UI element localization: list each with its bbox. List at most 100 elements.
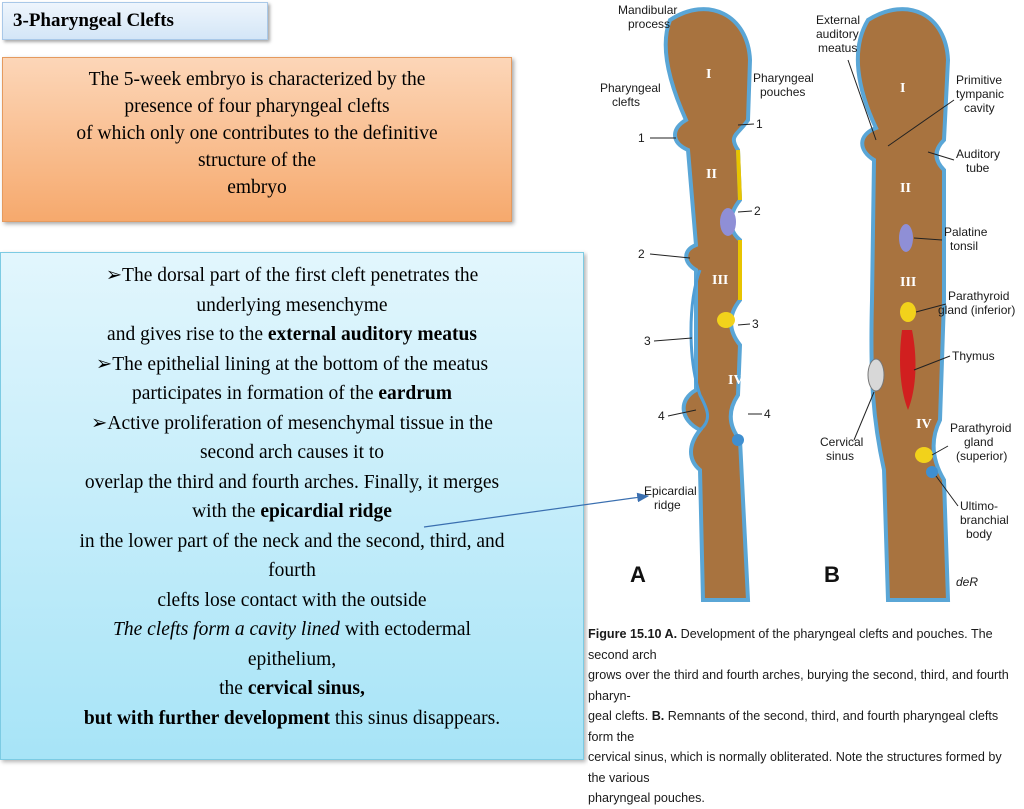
intro-line: structure of the: [197, 150, 317, 171]
caption-line: pharyngeal pouches.: [588, 791, 705, 805]
text-line: ➢The epithelial lining at the bottom of …: [95, 353, 489, 375]
intro-box: The 5-week embryo is characterized by th…: [2, 57, 512, 222]
leader-lines: [649, 59, 959, 507]
text-line: and gives rise to the external auditory …: [5, 320, 579, 350]
figure-svg: I II III IV Mandibular process Pharyngea…: [600, 3, 1015, 602]
text-span: with ectodermal: [339, 619, 471, 640]
text-span: participates in formation of the: [131, 383, 379, 404]
label-ptc: Primitive: [956, 73, 1002, 87]
label-epicardial: Epicardial: [644, 484, 697, 498]
label-mandibular: Mandibular: [618, 3, 677, 17]
text-span: with the: [192, 501, 261, 522]
label-ultimobranchial-2: branchial: [960, 513, 1009, 527]
intro-line: embryo: [227, 177, 287, 198]
bold-span: but with further development: [83, 707, 330, 729]
caption-text: geal clefts.: [588, 709, 652, 723]
label-palatine-2: tonsil: [950, 239, 978, 253]
pouch-number: 4: [764, 407, 771, 421]
term-epicardial-ridge: epicardial ridge: [260, 501, 392, 522]
roman-ii-b: II: [900, 181, 911, 196]
roman-iv-a: IV: [728, 373, 744, 388]
figure-caption: Figure 15.10 A. Development of the phary…: [588, 624, 1020, 809]
roman-ii-a: II: [706, 167, 717, 182]
text-span: this sinus disappears.: [330, 707, 501, 729]
panel-a-label: A: [630, 562, 646, 587]
roman-i-b: I: [900, 81, 905, 96]
caption-line: Figure 15.10 A. Development of the phary…: [588, 624, 1020, 665]
roman-iii-b: III: [900, 275, 916, 290]
thymus-shape: [900, 330, 916, 410]
parathyroid-inferior-shape: [900, 302, 916, 322]
pouch-number: 3: [752, 317, 759, 331]
pouch-number: 2: [754, 204, 761, 218]
ultimobranchial-shape: [926, 466, 938, 478]
label-pg-superior-3: (superior): [956, 449, 1007, 463]
palatine-tonsil-shape: [899, 224, 913, 252]
label-epicardial-2: ridge: [654, 498, 681, 512]
roman-iv-b: IV: [916, 417, 932, 432]
text-line: but with further development this sinus …: [5, 704, 579, 734]
text-line: clefts lose contact with the outside: [157, 589, 427, 611]
label-palatine: Palatine: [944, 225, 988, 239]
label-pouches: Pharyngeal: [753, 71, 814, 85]
label-pg-superior-2: gland: [964, 435, 993, 449]
text-line: The clefts form a cavity lined with ecto…: [5, 615, 579, 645]
panel-a-embryo: [663, 7, 753, 602]
roman-i-a: I: [706, 67, 711, 82]
cleft-number: 4: [658, 409, 665, 423]
label-ptc-2: tympanic: [956, 87, 1004, 101]
label-pg-superior: Parathyroid: [950, 421, 1011, 435]
text-line: the cervical sinus,: [5, 674, 579, 704]
pouch-2-shape: [720, 208, 736, 236]
caption-line: geal clefts. B. Remnants of the second, …: [588, 706, 1020, 747]
label-eam: External: [816, 13, 860, 27]
caption-panel-b: B.: [651, 709, 665, 723]
text-line: in the lower part of the neck and the se…: [79, 530, 505, 552]
artist-signature: deR: [956, 575, 978, 589]
term-cervical-sinus: cervical sinus,: [247, 678, 365, 699]
label-cervical-sinus: Cervical: [820, 435, 863, 449]
pouch-4-shape: [732, 434, 744, 446]
label-pg-inferior-2: gland (inferior): [938, 303, 1015, 317]
explanation-box: ➢The dorsal part of the first cleft pene…: [0, 252, 584, 760]
label-auditory-tube: Auditory: [956, 147, 1000, 161]
pouch-3-shape: [717, 312, 735, 328]
cleft-number: 2: [638, 247, 645, 261]
label-eam-3: meatus: [818, 41, 857, 55]
label-auditory-tube-2: tube: [966, 161, 990, 175]
label-cervical-sinus-2: sinus: [826, 449, 854, 463]
label-ptc-3: cavity: [964, 101, 995, 115]
label-ultimobranchial: Ultimo-: [960, 499, 998, 513]
text-line: ➢The dorsal part of the first cleft pene…: [105, 265, 479, 286]
caption-line: grows over the third and fourth arches, …: [588, 668, 1009, 703]
text-line: ➢Active proliferation of mesenchymal tis…: [91, 412, 493, 434]
label-pouches-2: pouches: [760, 85, 805, 99]
slide-title: 3-Pharyngeal Clefts: [2, 2, 268, 40]
caption-text: Development of the pharyngeal clefts and…: [588, 627, 993, 662]
label-pg-inferior: Parathyroid: [948, 289, 1009, 303]
italic-span: The clefts form a cavity lined: [113, 619, 340, 640]
pouch-number: 1: [756, 117, 763, 131]
text-line: epithelium,: [247, 648, 337, 670]
intro-line: of which only one contributes to the def…: [76, 123, 438, 144]
text-line: underlying mesenchyme: [196, 294, 388, 316]
text-line: overlap the third and fourth arches. Fin…: [84, 471, 500, 493]
text-span: and gives rise to the: [107, 324, 268, 345]
text-line: participates in formation of the eardrum: [5, 379, 579, 409]
intro-line: The 5-week embryo is characterized by th…: [88, 69, 426, 90]
panel-b-embryo: [855, 7, 951, 602]
text-line: fourth: [268, 560, 316, 581]
caption-figure-number: Figure 15.10 A.: [588, 627, 678, 641]
panel-b-label: B: [824, 562, 840, 587]
term-eardrum: eardrum: [378, 383, 453, 404]
label-mandibular-2: process: [628, 17, 670, 31]
caption-text: Remnants of the second, third, and fourt…: [588, 709, 999, 744]
label-clefts-2: clefts: [612, 95, 640, 109]
text-line: with the epicardial ridge: [5, 497, 579, 527]
text-line: second arch causes it to: [199, 442, 385, 463]
cervical-sinus-shape: [867, 358, 885, 392]
label-eam-2: auditory: [816, 27, 859, 41]
term-external-auditory-meatus: external auditory meatus: [267, 324, 477, 345]
label-ultimobranchial-3: body: [966, 527, 992, 541]
text-span: the: [219, 678, 248, 699]
